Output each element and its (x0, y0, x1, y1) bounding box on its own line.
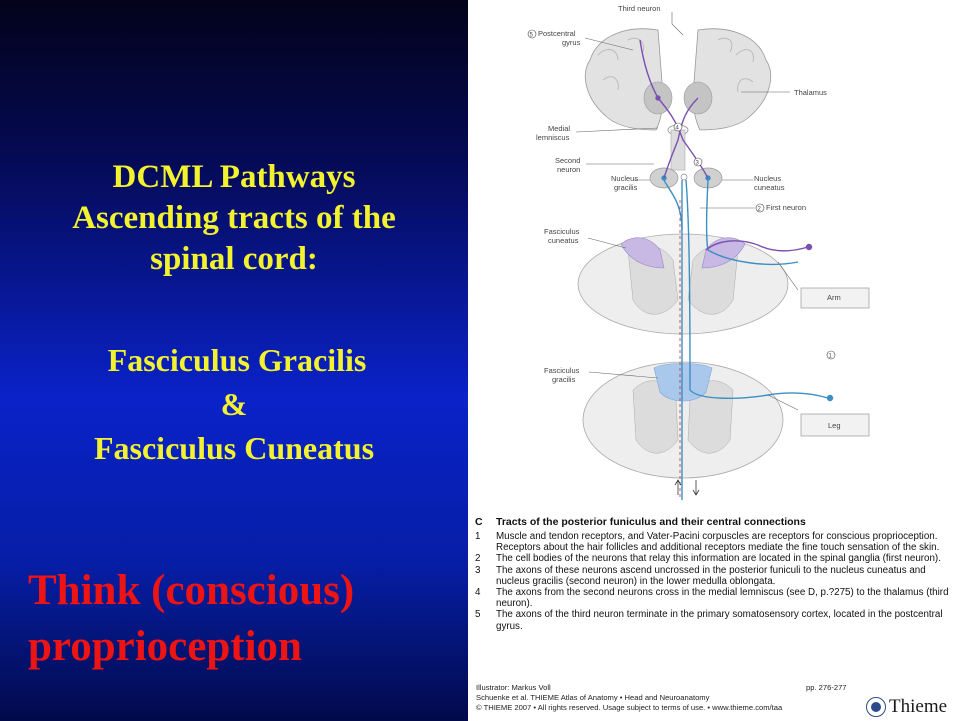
fasciculus-gracilis-label-2: gracilis (552, 375, 576, 384)
arm-label: Arm (827, 293, 841, 302)
callout-3-number: 3 (696, 161, 700, 167)
caption-title-text: Tracts of the posterior funiculus and th… (496, 516, 806, 528)
nucleus-cuneatus-label-2: cuneatus (754, 183, 785, 192)
title-line: DCML Pathways (112, 159, 356, 195)
caption-title: C Tracts of the posterior funiculus and … (475, 516, 959, 528)
callout-2-number: 2 (758, 207, 762, 213)
caption-item: 5 The axons of the third neuron terminat… (475, 609, 959, 631)
nucleus-cuneatus-label-1: Nucleus (754, 174, 781, 183)
figure-caption: C Tracts of the posterior funiculus and … (475, 516, 959, 632)
emphasis-line: Think (conscious) (28, 567, 355, 614)
caption-item: 3 The axons of these neurons ascend uncr… (475, 565, 959, 587)
caption-item-number: 5 (475, 609, 481, 621)
leader-lines (575, 12, 799, 411)
callout-4-marker (673, 122, 683, 132)
cervical-cord-section (577, 233, 789, 335)
caption-item-number: 2 (475, 553, 481, 565)
caption-item-text: The axons of the third neuron terminate … (496, 609, 943, 632)
fasciculus-cuneatus-left (620, 237, 665, 269)
page-reference: pp. 276-277 (806, 683, 847, 692)
gyrus-label: gyrus (562, 38, 581, 47)
thieme-logo: Thieme (866, 696, 947, 718)
callout-5-marker (527, 29, 537, 39)
first-neuron-label: First neuron (766, 203, 806, 212)
second-label: Second (555, 156, 580, 165)
caption-item-text: The cell bodies of the neurons that rela… (496, 553, 941, 565)
descending-arrow (692, 480, 700, 496)
caption-item-number: 3 (475, 564, 481, 576)
nucleus-gracilis-label-1: Nucleus (611, 174, 638, 183)
third-neuron-label: Third neuron (618, 4, 661, 13)
figure-credits: Illustrator: Markus Voll pp. 276-277 Sch… (476, 683, 960, 713)
brain-section (584, 28, 772, 171)
title-line: Ascending tracts of the (72, 200, 396, 236)
caption-item-text: The axons of these neurons ascend uncros… (496, 564, 926, 587)
ascending-arrow (674, 479, 682, 495)
fasciculus-cuneatus-label-2: cuneatus (548, 236, 579, 245)
medulla-nuclei (649, 167, 723, 189)
caption-item-number: 4 (475, 587, 481, 599)
leg-label: Leg (828, 421, 841, 430)
caption-item-number: 1 (475, 531, 481, 542)
caption-item-text: The axons from the second neurons cross … (496, 587, 949, 610)
callout-1-number: 1 (829, 354, 833, 360)
caption-letter: C (475, 516, 483, 528)
callout-3-marker (693, 157, 703, 167)
atlas-figure-panel: Third neuron 5 Postcentral gyrus Thalamu… (468, 0, 964, 721)
caption-item: 1 Muscle and tendon receptors, and Vater… (475, 531, 959, 553)
emphasis-line: proprioception (28, 623, 302, 670)
callout-2-marker (755, 203, 765, 213)
caption-item-text: Muscle and tendon receptors, and Vater-P… (496, 531, 940, 554)
tract-names: Fasciculus Gracilis & Fasciculus Cuneatu… (0, 338, 468, 470)
fasciculus-gracilis (653, 363, 713, 402)
thieme-logo-text: Thieme (889, 696, 948, 717)
tract-line: Fasciculus Cuneatus (93, 430, 375, 466)
lemniscus-label: lemniscus (536, 133, 570, 142)
copyright-notice: © THIEME 2007 • All rights reserved. Usa… (476, 703, 783, 712)
tract-line: Fasciculus Gracilis (107, 342, 367, 378)
leg-box (800, 413, 870, 437)
slide-title: DCML Pathways Ascending tracts of the sp… (0, 157, 468, 280)
callout-4-number: 4 (676, 126, 680, 132)
slide-text-panel: DCML Pathways Ascending tracts of the sp… (0, 0, 468, 721)
caption-item: 2 The cell bodies of the neurons that re… (475, 553, 959, 564)
callout-5-number: 5 (530, 33, 534, 39)
emphasis-text: Think (conscious) proprioception (28, 563, 354, 675)
title-line: spinal cord: (150, 241, 318, 277)
first-neuron-pathway (661, 175, 834, 500)
lumbar-cord-section (582, 361, 784, 479)
dcml-pathway-illustration: Third neuron 5 Postcentral gyrus Thalamu… (527, 4, 870, 500)
tract-line: & (220, 386, 248, 422)
book-credit: Schuenke et al. THIEME Atlas of Anatomy … (476, 693, 710, 702)
neuron-label: neuron (557, 165, 580, 174)
medial-label: Medial (548, 124, 570, 133)
thalamus-label: Thalamus (794, 88, 827, 97)
illustrator-credit: Illustrator: Markus Voll (476, 683, 551, 692)
caption-item: 4 The axons from the second neurons cros… (475, 587, 959, 609)
fasciculus-gracilis-label-1: Fasciculus (544, 366, 580, 375)
postcentral-label: Postcentral (538, 29, 576, 38)
fasciculus-cuneatus-label-1: Fasciculus (544, 227, 580, 236)
callout-1-marker (826, 350, 836, 360)
nucleus-gracilis-label-2: gracilis (614, 183, 638, 192)
thieme-logo-icon (866, 697, 886, 717)
arm-box (800, 287, 870, 309)
